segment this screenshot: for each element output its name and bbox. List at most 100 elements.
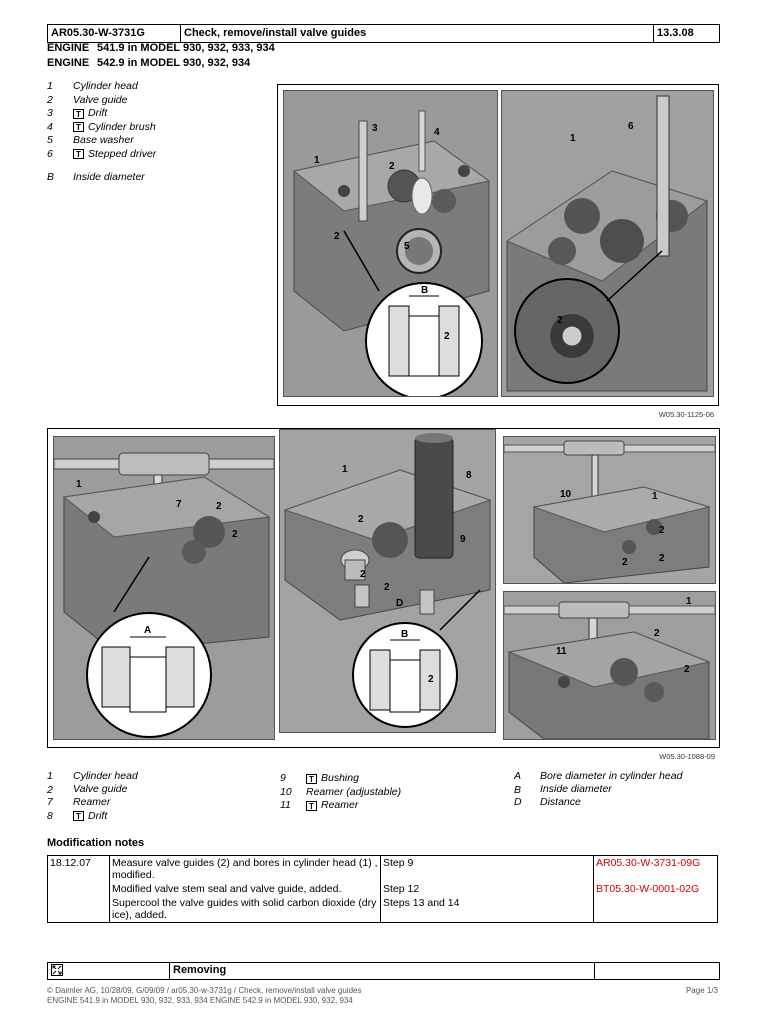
callout: 1 (76, 479, 82, 490)
page-footer: © Daimler AG, 10/28/09, G/09/09 / ar05.3… (47, 986, 718, 1006)
callout: 3 (372, 123, 378, 134)
special-tool-icon: T (73, 108, 84, 119)
callout: 2 (216, 501, 222, 512)
special-tool-icon: T (73, 811, 84, 822)
callout: 2 (659, 553, 665, 564)
mod-notes-title: Modification notes (47, 837, 145, 849)
removing-label: Removing (170, 963, 595, 979)
mod-step: Step 12 (380, 882, 594, 896)
expand-icon[interactable] (51, 964, 63, 976)
photo-adjustable-reamer: 10 1 2 2 2 (503, 436, 716, 584)
special-tool-icon: T (73, 122, 84, 133)
callout: D (396, 598, 403, 609)
photo-reamer-special-tool: 1 2 11 2 (503, 591, 716, 740)
callout: 2 (654, 628, 660, 639)
callout: 10 (560, 489, 572, 500)
doc-date: 13.3.08 (657, 27, 694, 39)
callout: B (421, 285, 428, 296)
figure-ref: W05.30-1088-09 (659, 752, 715, 761)
callout: 5 (404, 241, 410, 252)
table-row: Supercool the valve guides with solid ca… (48, 896, 718, 923)
callout: 1 (570, 133, 576, 144)
callout: 2 (444, 331, 450, 342)
special-tool-icon: T (306, 800, 317, 811)
callout: 2 (384, 582, 390, 593)
footer-line-1: © Daimler AG, 10/28/09, G/09/09 / ar05.3… (47, 986, 362, 995)
photo-reamer: 1 7 2 2 A (53, 436, 275, 740)
callout: 1 (686, 596, 692, 607)
page-number: Page 1/3 (685, 986, 718, 995)
mod-ref-link[interactable]: AR05.30-W-3731-09G (593, 855, 718, 882)
callout: 6 (628, 121, 634, 132)
figure-2: 1 7 2 2 A 1 8 2 9 (47, 428, 720, 761)
mod-text: Modified valve stem seal and valve guide… (109, 882, 381, 896)
callout: 2 (389, 161, 395, 172)
callout: A (144, 625, 151, 636)
mod-date: 18.12.07 (47, 855, 110, 923)
mod-step: Steps 13 and 14 (380, 896, 594, 923)
callout: 2 (557, 315, 563, 326)
doc-id: AR05.30-W-3731G (48, 25, 181, 42)
callout: 2 (358, 514, 364, 525)
removing-extra-cell (595, 963, 719, 979)
special-tool-icon: T (73, 149, 84, 160)
mod-ref-link[interactable]: BT05.30-W-0001-02G (593, 882, 718, 896)
table-row: Modified valve stem seal and valve guide… (48, 882, 718, 896)
callout: 2 (622, 557, 628, 568)
table-row: 18.12.07 Measure valve guides (2) and bo… (47, 855, 718, 923)
doc-title: Check, remove/install valve guides (181, 25, 654, 42)
callout: 8 (466, 470, 472, 481)
mod-text: Measure valve guides (2) and bores in cy… (109, 855, 381, 882)
expand-icon-cell[interactable] (48, 963, 170, 979)
callout: 2 (684, 664, 690, 675)
callout: 1 (314, 155, 320, 166)
callout: 4 (434, 127, 440, 138)
callout: 1 (652, 491, 658, 502)
footer-line-2: ENGINE 541.9 in MODEL 930, 932, 933, 934… (47, 996, 353, 1005)
callout: 2 (232, 529, 238, 540)
photo-drift-bushing: 1 8 2 9 2 2 D B 2 (279, 429, 496, 733)
mod-notes-table: 18.12.07 Measure valve guides (2) and bo… (47, 855, 718, 923)
callout: 2 (360, 569, 366, 580)
callout: 11 (556, 646, 567, 657)
callout: 1 (342, 464, 348, 475)
mod-ref-link (593, 896, 718, 923)
callout: B (401, 629, 408, 640)
callout: 7 (176, 499, 182, 510)
special-tool-icon: T (306, 773, 317, 784)
callout: 2 (428, 674, 434, 685)
photo-cylinder-head-drift: 3 4 1 2 2 5 B 2 (283, 90, 498, 397)
removing-section-header: Removing (47, 962, 720, 980)
callout: 9 (460, 534, 466, 545)
figure-ref: W05.30-1125-06 (658, 410, 714, 419)
figure-1: 3 4 1 2 2 5 B 2 6 1 2 W05.30-1 (277, 84, 719, 419)
mod-step: Step 9 (380, 855, 594, 882)
mod-text: Supercool the valve guides with solid ca… (109, 896, 381, 923)
document-header: AR05.30-W-3731G Check, remove/install va… (47, 24, 720, 43)
callout: 2 (659, 525, 665, 536)
callout: 2 (334, 231, 340, 242)
photo-cylinder-head-driver: 6 1 2 (501, 90, 714, 397)
